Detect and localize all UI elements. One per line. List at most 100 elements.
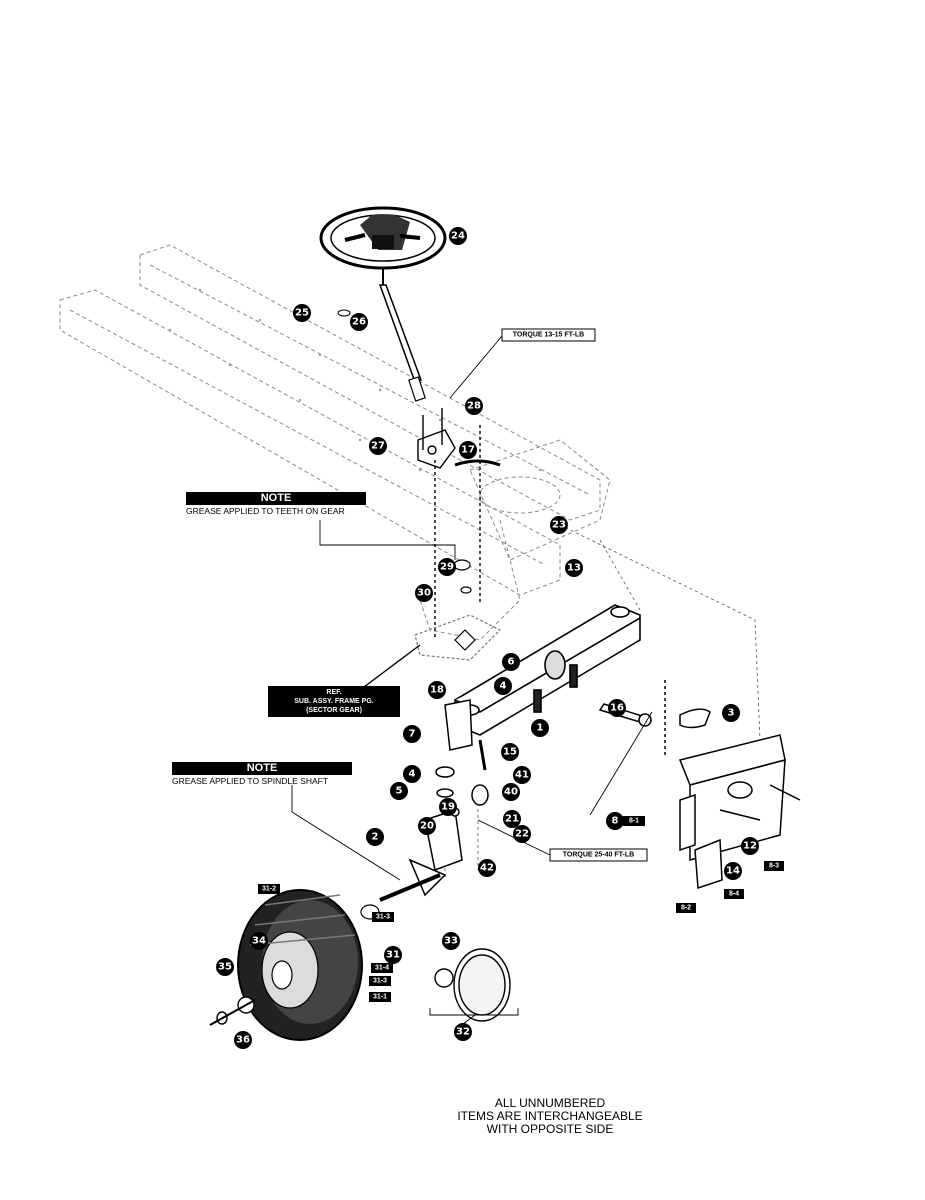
callout-number: 42 — [480, 863, 494, 874]
group-bracket-32 — [429, 1008, 519, 1016]
callout-number: 5 — [396, 786, 403, 797]
note-gear-text: GREASE APPLIED TO TEETH ON GEAR — [186, 506, 345, 516]
callout-circle — [403, 725, 421, 743]
callout-circle — [565, 559, 583, 577]
box-label-text: 8-3 — [769, 863, 779, 870]
callout-number: 3 — [728, 708, 735, 719]
callout-circle — [216, 958, 234, 976]
callout-circle — [503, 810, 521, 828]
callout-number: 34 — [252, 936, 266, 947]
leader-8 — [589, 711, 653, 816]
torque-lower-label: TORQUE 25-40 FT-LB — [563, 852, 634, 859]
callout-number: 31 — [386, 950, 400, 961]
reference-line-2: SUB. ASSY. FRAME PG. — [294, 698, 374, 705]
box-label-bg — [764, 861, 784, 871]
footer-line-3: WITH OPPOSITE SIDE — [486, 1122, 614, 1136]
box-label-bg — [369, 976, 391, 986]
note-spindle-text: GREASE APPLIED TO SPINDLE SHAFT — [172, 776, 329, 786]
callout-number: 36 — [236, 1035, 250, 1046]
reference-line-1: REF. — [326, 689, 342, 696]
callout-circle — [459, 441, 477, 459]
callout-number: 22 — [515, 829, 529, 840]
callout-circle — [606, 812, 624, 830]
callout-circle — [369, 437, 387, 455]
callout-circle — [250, 932, 268, 950]
callout-number: 27 — [371, 441, 385, 452]
hub-cap — [209, 948, 511, 1026]
callout-number: 26 — [352, 317, 366, 328]
callout-number: 12 — [743, 841, 757, 852]
box-label-bg — [258, 884, 280, 894]
torque-lower: TORQUE 25-40 FT-LB — [477, 819, 648, 862]
callout-circle — [415, 584, 433, 602]
callout-number: 24 — [451, 231, 465, 242]
box-label-bg — [372, 912, 394, 922]
callout-circle — [724, 862, 742, 880]
callout-circle — [454, 1023, 472, 1041]
box-label-bg — [371, 963, 393, 973]
callout-circle — [350, 313, 368, 331]
callout-number: 19 — [441, 802, 455, 813]
note-gear-heading: NOTE — [186, 492, 366, 505]
reference-line-3: (SECTOR GEAR) — [306, 707, 362, 714]
mount-bracket — [678, 734, 801, 890]
callout-circle — [234, 1031, 252, 1049]
callout-circle — [439, 798, 457, 816]
shaft-bracket — [417, 408, 501, 640]
callout-number: 13 — [567, 563, 581, 574]
callout-number: 16 — [610, 703, 624, 714]
callout-number: 29 — [440, 562, 454, 573]
callout-circle — [608, 699, 626, 717]
note-spindle-leader — [291, 785, 401, 881]
callout-number: 32 — [456, 1027, 470, 1038]
callout-number: 25 — [295, 308, 309, 319]
callout-circle — [465, 397, 483, 415]
ref-leader — [359, 644, 421, 691]
box-label-text: 31-1 — [373, 994, 387, 1001]
callout-circle — [390, 782, 408, 800]
callout-number: 20 — [420, 821, 434, 832]
box-label-bg — [724, 889, 744, 899]
callout-number: 6 — [508, 657, 515, 668]
callout-number: 1 — [537, 723, 544, 734]
box-label-text: 8-2 — [681, 905, 691, 912]
drag-link — [598, 680, 711, 755]
callout-number: 35 — [218, 962, 232, 973]
callout-circle — [428, 681, 446, 699]
box-label-text: 8-4 — [729, 891, 739, 898]
footer-line-2: ITEMS ARE INTERCHANGEABLE — [457, 1109, 643, 1123]
callout-circle — [293, 304, 311, 322]
callout-circle — [722, 704, 740, 722]
torque-upper-label: TORQUE 13-15 FT-LB — [513, 332, 584, 339]
callout-number: 33 — [444, 936, 458, 947]
callout-number: 18 — [430, 685, 444, 696]
wheel-tire — [237, 889, 380, 1041]
callout-number: 15 — [503, 747, 517, 758]
box-label-text: 31-2 — [262, 886, 276, 893]
callout-circle — [513, 825, 531, 843]
callout-number: 4 — [500, 681, 507, 692]
callout-number: 21 — [505, 814, 519, 825]
box-labels: 8-18-38-48-231-231-331-431-331-1 — [258, 816, 784, 1002]
callout-circle — [741, 837, 759, 855]
box-label-bg — [676, 903, 696, 913]
box-label-bg — [369, 992, 391, 1002]
steering-shaft — [337, 268, 426, 402]
box-label-bg — [623, 816, 645, 826]
box-label-text: 31-3 — [376, 914, 390, 921]
callout-number: 23 — [552, 520, 566, 531]
callout-number: 8 — [612, 816, 619, 827]
callout-circle — [442, 932, 460, 950]
callout-circle — [449, 227, 467, 245]
callout-number: 41 — [515, 770, 529, 781]
callout-number: 14 — [726, 866, 740, 877]
callout-circle — [501, 743, 519, 761]
callout-number: 7 — [409, 729, 416, 740]
callout-circle — [494, 677, 512, 695]
callout-number: 17 — [461, 445, 475, 456]
steering-wheel — [319, 206, 447, 270]
callout-circle — [502, 783, 520, 801]
reference-box: REF. SUB. ASSY. FRAME PG. (SECTOR GEAR) — [268, 686, 400, 717]
